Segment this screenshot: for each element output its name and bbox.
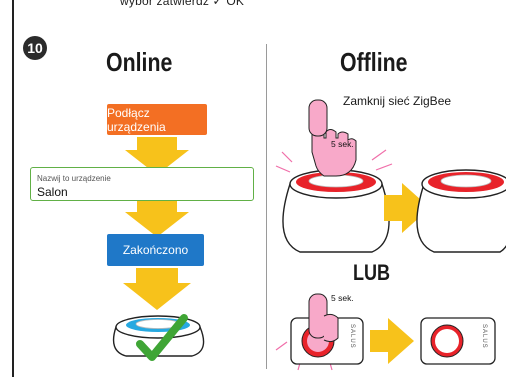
brand-label: SALUS [349, 324, 355, 349]
pressed-gateway-device-icon [275, 149, 393, 253]
hub-box-icon [420, 317, 496, 365]
connect-devices-button[interactable]: Podłącz urządzenia [107, 104, 207, 135]
brand-label: SALUS [481, 324, 487, 349]
column-divider [266, 44, 267, 369]
or-label: LUB [353, 260, 391, 285]
step-number-badge: 10 [23, 36, 47, 60]
device-name-label: Nazwij to urządzenie [37, 174, 111, 183]
page-border-line [12, 0, 14, 377]
hold-time-label: 5 sek. [331, 139, 354, 149]
down-arrow-icon [125, 200, 189, 237]
right-arrow-icon [370, 318, 414, 364]
pressed-hub-box-icon [275, 293, 364, 371]
gateway-device-icon [416, 169, 506, 253]
online-title: Online [106, 47, 173, 77]
offline-title: Offline [340, 47, 408, 77]
device-name-value: Salon [37, 185, 68, 199]
right-arrow-icon [384, 183, 430, 233]
hold-time-label: 5 sek. [331, 293, 354, 303]
top-note: wybór zatwierdź ✓ OK [120, 0, 245, 8]
down-arrow-icon [125, 137, 189, 175]
green-check-icon [136, 314, 188, 361]
finish-button[interactable]: Zakończono [107, 234, 204, 266]
finger-press-icon [308, 99, 357, 177]
down-arrow-icon [123, 268, 191, 310]
gateway-device-icon [112, 315, 205, 357]
offline-instruction: Zamknij sieć ZigBee [343, 94, 452, 108]
device-name-field[interactable]: Nazwij to urządzenie Salon [30, 167, 254, 201]
